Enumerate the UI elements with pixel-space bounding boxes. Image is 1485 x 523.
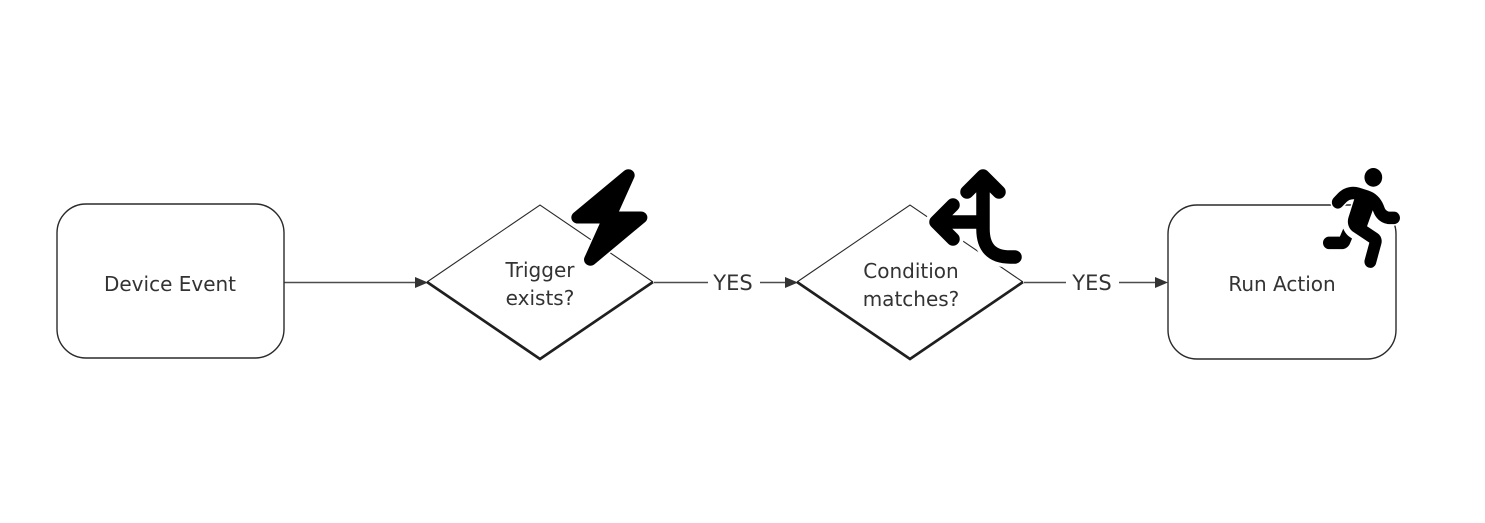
split-arrows-glyph (929, 169, 1022, 264)
lightning-bolt-glyph (569, 167, 649, 268)
diamond-top-edges (426, 204, 654, 283)
lightning-bolt-icon (569, 167, 649, 268)
edge-label-yes-1: YES (712, 271, 752, 295)
split-arrows-icon (925, 165, 1026, 268)
node-label-run-action: Run Action (1228, 272, 1335, 296)
node-label-condition-line1: Condition (863, 259, 958, 283)
node-label-trigger-line1: Trigger (505, 258, 576, 282)
person-running-glyph (1321, 166, 1402, 270)
arrowhead-icon (785, 277, 798, 288)
arrowhead-icon (1155, 277, 1168, 288)
edge-condition-matches-to-run-action: YES (1024, 271, 1168, 295)
node-label-condition-line2: matches? (863, 287, 960, 311)
person-running-icon (1321, 166, 1402, 270)
node-condition-matches: Condition matches? (796, 204, 1024, 361)
arrowhead-icon (415, 277, 428, 288)
node-label-trigger-line2: exists? (506, 286, 575, 310)
rounded-rect-shape (56, 203, 285, 359)
edge-device-event-to-trigger-exists (284, 277, 428, 288)
node-label-device-event: Device Event (104, 272, 236, 296)
edge-label-yes-2: YES (1071, 271, 1111, 295)
node-device-event: Device Event (56, 203, 285, 359)
diamond-bottom-edges (426, 280, 654, 361)
edge-trigger-exists-to-condition-matches: YES (654, 271, 798, 295)
diamond-bottom-edges (796, 280, 1024, 361)
